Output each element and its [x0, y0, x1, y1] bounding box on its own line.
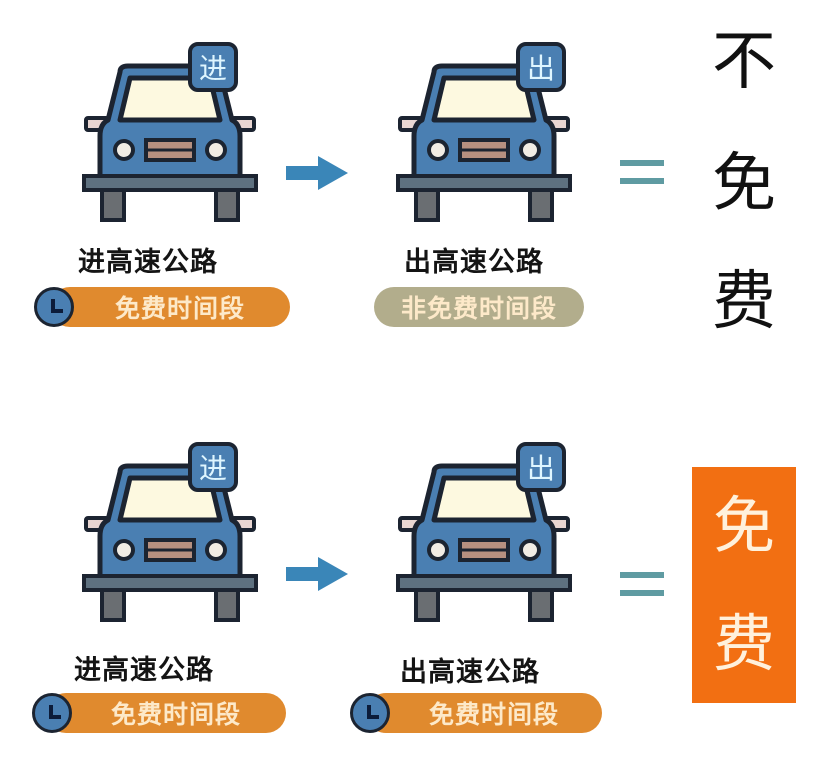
enter-badge: 进	[188, 442, 238, 492]
clock-icon	[350, 693, 390, 733]
exit-highway-label: 出高速公路	[404, 247, 544, 278]
equals-icon	[620, 572, 664, 608]
clock-icon	[32, 693, 72, 733]
result-free-box: 免 费	[692, 467, 796, 703]
clock-icon	[34, 287, 74, 327]
free-period-pill: 免费时间段	[366, 693, 602, 733]
non-free-period-text: 非免费时间段	[400, 294, 557, 323]
exit-badge-text: 出	[526, 452, 555, 485]
free-period-text: 免费时间段	[428, 700, 559, 729]
result-free-char-2: 费	[712, 607, 775, 680]
arrow-right-icon	[286, 557, 348, 591]
non-free-period-pill: 非免费时间段	[374, 287, 584, 327]
result-not-free-char-2: 免	[712, 147, 776, 221]
exit-badge: 出	[516, 42, 566, 92]
free-period-pill: 免费时间段	[46, 693, 286, 733]
result-not-free-char-3: 费	[712, 265, 776, 339]
enter-highway-label: 进高速公路	[74, 655, 214, 686]
result-not-free-char-1: 不	[712, 25, 776, 99]
enter-badge: 进	[188, 42, 238, 92]
enter-highway-label: 进高速公路	[78, 247, 218, 278]
equals-icon	[620, 160, 664, 196]
exit-badge-text: 出	[526, 52, 555, 85]
exit-badge: 出	[516, 442, 566, 492]
free-period-text: 免费时间段	[110, 700, 241, 729]
free-period-text: 免费时间段	[114, 294, 245, 323]
arrow-right-icon	[286, 156, 348, 190]
result-free-char-1: 免	[712, 489, 775, 562]
free-period-pill: 免费时间段	[50, 287, 290, 327]
enter-badge-text: 进	[198, 52, 227, 85]
exit-highway-label: 出高速公路	[400, 657, 540, 688]
enter-badge-text: 进	[198, 452, 227, 485]
